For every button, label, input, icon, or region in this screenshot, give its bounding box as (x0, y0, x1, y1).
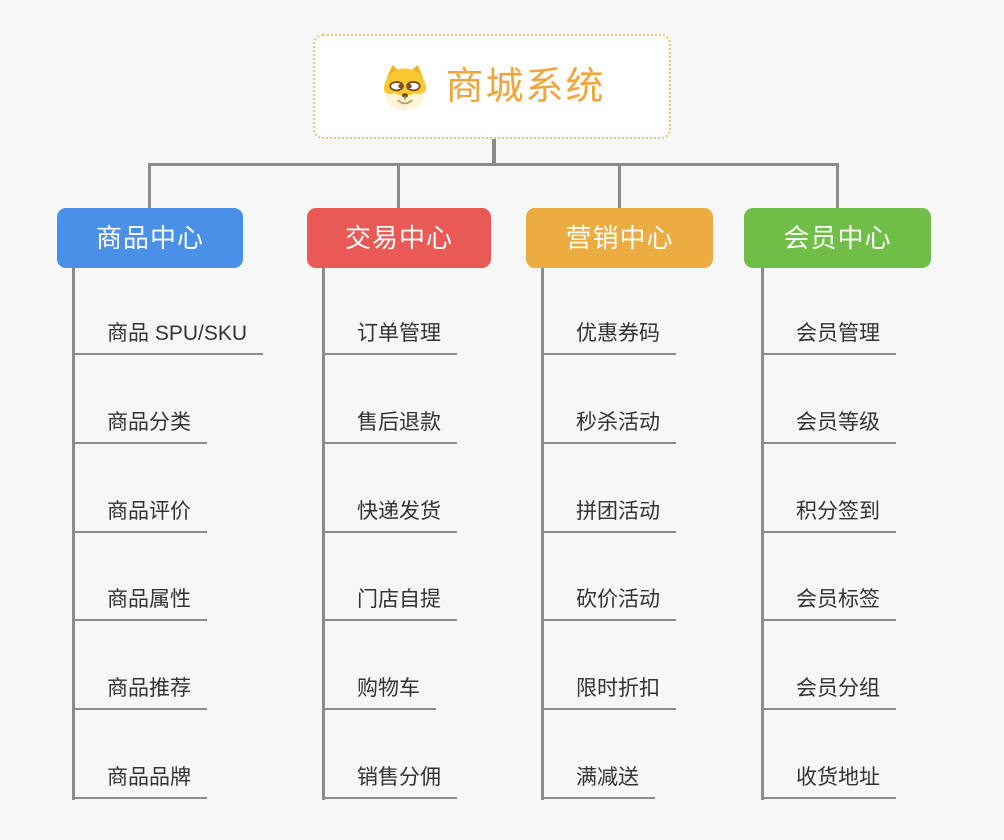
leaf-node[interactable]: 会员等级 (761, 410, 896, 444)
leaf-node[interactable]: 门店自提 (322, 587, 457, 621)
connector-drop-marketing (618, 166, 621, 208)
branch-node-marketing-center[interactable]: 营销中心 (526, 208, 713, 268)
root-title: 商城系统 (445, 65, 606, 108)
leaf-node[interactable]: 销售分佣 (322, 765, 457, 799)
leaf-node[interactable]: 满减送 (541, 765, 655, 799)
leaf-node[interactable]: 积分签到 (761, 499, 896, 533)
doge-icon (384, 64, 427, 111)
leaf-node[interactable]: 购物车 (322, 676, 436, 710)
leaf-node[interactable]: 售后退款 (322, 410, 457, 444)
connector-drop-trade (397, 166, 400, 208)
root-node[interactable]: 商城系统 (313, 34, 671, 139)
branch-children-member: 会员管理 会员等级 积分签到 会员标签 会员分组 收货地址 (761, 268, 1001, 800)
leaf-node[interactable]: 商品分类 (72, 410, 207, 444)
branch-children-marketing: 优惠券码 秒杀活动 拼团活动 砍价活动 限时折扣 满减送 (541, 268, 781, 800)
leaf-node[interactable]: 限时折扣 (541, 676, 676, 710)
branch-node-trade-center[interactable]: 交易中心 (307, 208, 491, 268)
branch-children-product: 商品 SPU/SKU 商品分类 商品评价 商品属性 商品推荐 商品品牌 (72, 268, 312, 800)
leaf-node[interactable]: 快递发货 (322, 499, 457, 533)
connector-drop-product (148, 166, 151, 208)
leaf-node[interactable]: 商品推荐 (72, 676, 207, 710)
leaf-node[interactable]: 会员管理 (761, 321, 896, 355)
leaf-node[interactable]: 优惠券码 (541, 321, 676, 355)
leaf-node[interactable]: 商品品牌 (72, 765, 207, 799)
branch-node-member-center[interactable]: 会员中心 (744, 208, 931, 268)
branch-children-trade: 订单管理 售后退款 快递发货 门店自提 购物车 销售分佣 (322, 268, 562, 800)
connector-drop-member (836, 166, 839, 208)
leaf-node[interactable]: 砍价活动 (541, 587, 676, 621)
connector-horizontal-rail (148, 163, 839, 166)
leaf-node[interactable]: 收货地址 (761, 765, 896, 799)
leaf-node[interactable]: 拼团活动 (541, 499, 676, 533)
branch-node-product-center[interactable]: 商品中心 (57, 208, 243, 268)
leaf-node[interactable]: 会员标签 (761, 587, 896, 621)
leaf-node[interactable]: 秒杀活动 (541, 410, 676, 444)
leaf-node[interactable]: 商品 SPU/SKU (72, 321, 264, 355)
leaf-node[interactable]: 商品评价 (72, 499, 207, 533)
leaf-node[interactable]: 会员分组 (761, 676, 896, 710)
leaf-node[interactable]: 订单管理 (322, 321, 457, 355)
connector-root-stub (492, 139, 496, 166)
leaf-node[interactable]: 商品属性 (72, 587, 207, 621)
